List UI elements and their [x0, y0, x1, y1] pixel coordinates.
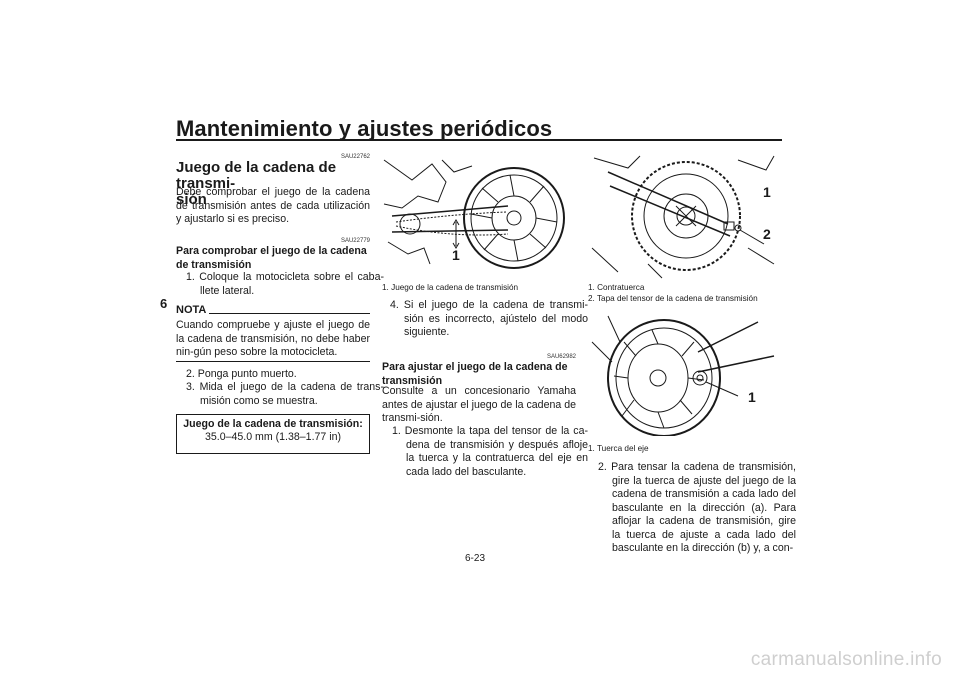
figure-callout-2: 2	[763, 226, 771, 242]
figure-callout-1: 1	[763, 184, 771, 200]
page-title: Mantenimiento y ajustes periódicos	[176, 116, 553, 141]
adjust-step-1: 1. Desmonte la tapa del tensor de la ca-…	[392, 425, 588, 478]
subsection-heading-2: Para ajustar el juego de la cadena de tr…	[382, 361, 568, 387]
figure-caption-2-1: 1. Tuerca del eje	[588, 444, 649, 453]
figure-callout-3: 1	[748, 389, 756, 405]
intro-paragraph: Debe comprobar el juego de la cadena de …	[176, 186, 370, 225]
spec-value: 35.0–45.0 mm (1.38–1.77 in)	[204, 431, 342, 443]
section-code: SAU22762	[340, 154, 370, 160]
axle-nut-figure	[588, 312, 782, 436]
locknut-figure	[588, 152, 782, 286]
figure-callout: 1	[452, 247, 460, 263]
section-heading: Juego de la cadena de transmi- sión	[176, 159, 337, 208]
adjust-step-2: 2. Para tensar la cadena de transmisión,…	[598, 461, 796, 554]
figure-caption: 1. Juego de la cadena de transmisión	[382, 283, 519, 292]
figure-caption-1-1: 1. Contratuerca	[588, 283, 645, 292]
note-label: NOTA	[176, 304, 207, 316]
spec-title: Juego de la cadena de transmisión:	[183, 418, 363, 430]
note-top-rule	[209, 313, 370, 314]
subsection-code-2: SAU62982	[546, 354, 576, 360]
header-rule	[176, 139, 782, 141]
adjust-intro: Consulte a un concesionario Yamaha antes…	[382, 385, 576, 424]
page-number: 6-23	[465, 553, 486, 564]
spec-box: Juego de la cadena de transmisión: 35.0–…	[176, 414, 370, 454]
step-2: 2. Ponga punto muerto.	[186, 368, 297, 380]
step-1: 1. Coloque la motocicleta sobre el caba-…	[186, 271, 384, 297]
chain-slack-figure	[382, 152, 578, 276]
subsection-code: SAU22779	[340, 238, 370, 244]
step-4: 4. Si el juego de la cadena de transmi-s…	[390, 299, 588, 338]
note-bottom-rule	[176, 361, 370, 362]
subsection-heading: Para comprobar el juego de la cadena de …	[176, 245, 367, 271]
chapter-number: 6	[160, 296, 168, 311]
figure-caption-1-2: 2. Tapa del tensor de la cadena de trans…	[588, 294, 758, 303]
note-text: Cuando compruebe y ajuste el juego de la…	[176, 319, 370, 358]
watermark-text: carmanualsonline.info	[750, 649, 942, 670]
step-3: 3. Mida el juego de la cadena de trans-m…	[186, 381, 384, 407]
